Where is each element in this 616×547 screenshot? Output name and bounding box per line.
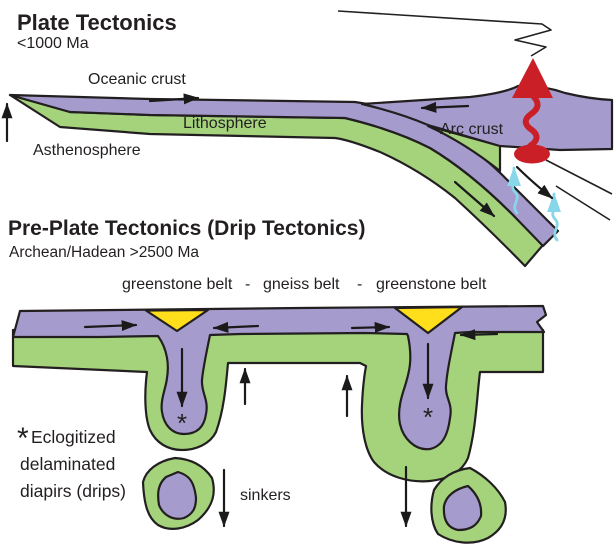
- legend-line: diapirs (drips): [20, 481, 126, 501]
- sinkers-label: sinkers: [240, 487, 291, 504]
- magma-conduit-icon: [522, 93, 541, 149]
- slab-sinking-arrow-icon: [453, 180, 496, 218]
- drip-tectonics-panel: * * Pre-Plate Tectonics (Drip Tectonics)…: [8, 217, 548, 544]
- arc-motion-arrow-icon: [420, 101, 470, 113]
- volcano-zigzag-line: [337, 10, 552, 57]
- fluid-release-arrow-icon: [547, 192, 561, 242]
- slab-surface-line-lower: [555, 185, 611, 221]
- proto-crust-shape: [11, 304, 548, 451]
- greenstone-belt-triangle: [144, 308, 210, 333]
- eclogite-marker: *: [423, 402, 433, 432]
- panel-subtitle: Archean/Hadean >2500 Ma: [9, 244, 199, 261]
- arc-crust-label: Arc crust: [440, 121, 504, 138]
- magma-chamber-icon: [514, 144, 550, 164]
- plate-tectonics-panel: Plate Tectonics <1000 Ma Oceanic crust L…: [1, 10, 614, 268]
- eclogite-marker: *: [177, 408, 187, 438]
- fluid-release-arrow-icon: [507, 166, 521, 215]
- greenstone-belt-label: greenstone belt: [122, 276, 233, 293]
- legend-line: delaminated: [20, 454, 115, 474]
- legend-line: Eclogitized: [31, 427, 116, 447]
- greenstone-belt-triangle: [393, 305, 464, 335]
- sinker-blob-core-shape: [157, 470, 198, 520]
- greenstone-belt-label: greenstone belt: [376, 276, 487, 293]
- convergence-arrow-icon: [212, 321, 260, 333]
- belt-separator: -: [245, 276, 250, 293]
- oceanic-crust-label: Oceanic crust: [88, 71, 186, 88]
- plate-motion-arrow-icon: [148, 93, 200, 105]
- sinker-blob: [430, 466, 507, 544]
- sinker-blob: [141, 456, 215, 530]
- magma-arrow-icon: [512, 58, 553, 98]
- sinker-blob-core-shape: [442, 484, 483, 532]
- lithosphere-label: Lithosphere: [183, 115, 267, 132]
- corner-flow-arrow-icon: [515, 165, 554, 200]
- gneiss-belt-label: gneiss belt: [263, 276, 340, 293]
- mantle-wedge-shape: [426, 124, 502, 173]
- slab-surface-line-upper: [545, 159, 613, 195]
- convergence-arrow-icon: [459, 329, 499, 341]
- convergence-arrow-icon: [350, 321, 391, 333]
- panel-subtitle: <1000 Ma: [17, 35, 89, 52]
- convergence-arrow-icon: [83, 320, 138, 332]
- belt-separator: -: [357, 276, 362, 293]
- panel-title: Pre-Plate Tectonics (Drip Tectonics): [8, 217, 365, 240]
- asthenosphere-label: Asthenosphere: [33, 142, 141, 159]
- legend-asterisk: *: [17, 422, 29, 455]
- panel-title: Plate Tectonics: [17, 10, 177, 35]
